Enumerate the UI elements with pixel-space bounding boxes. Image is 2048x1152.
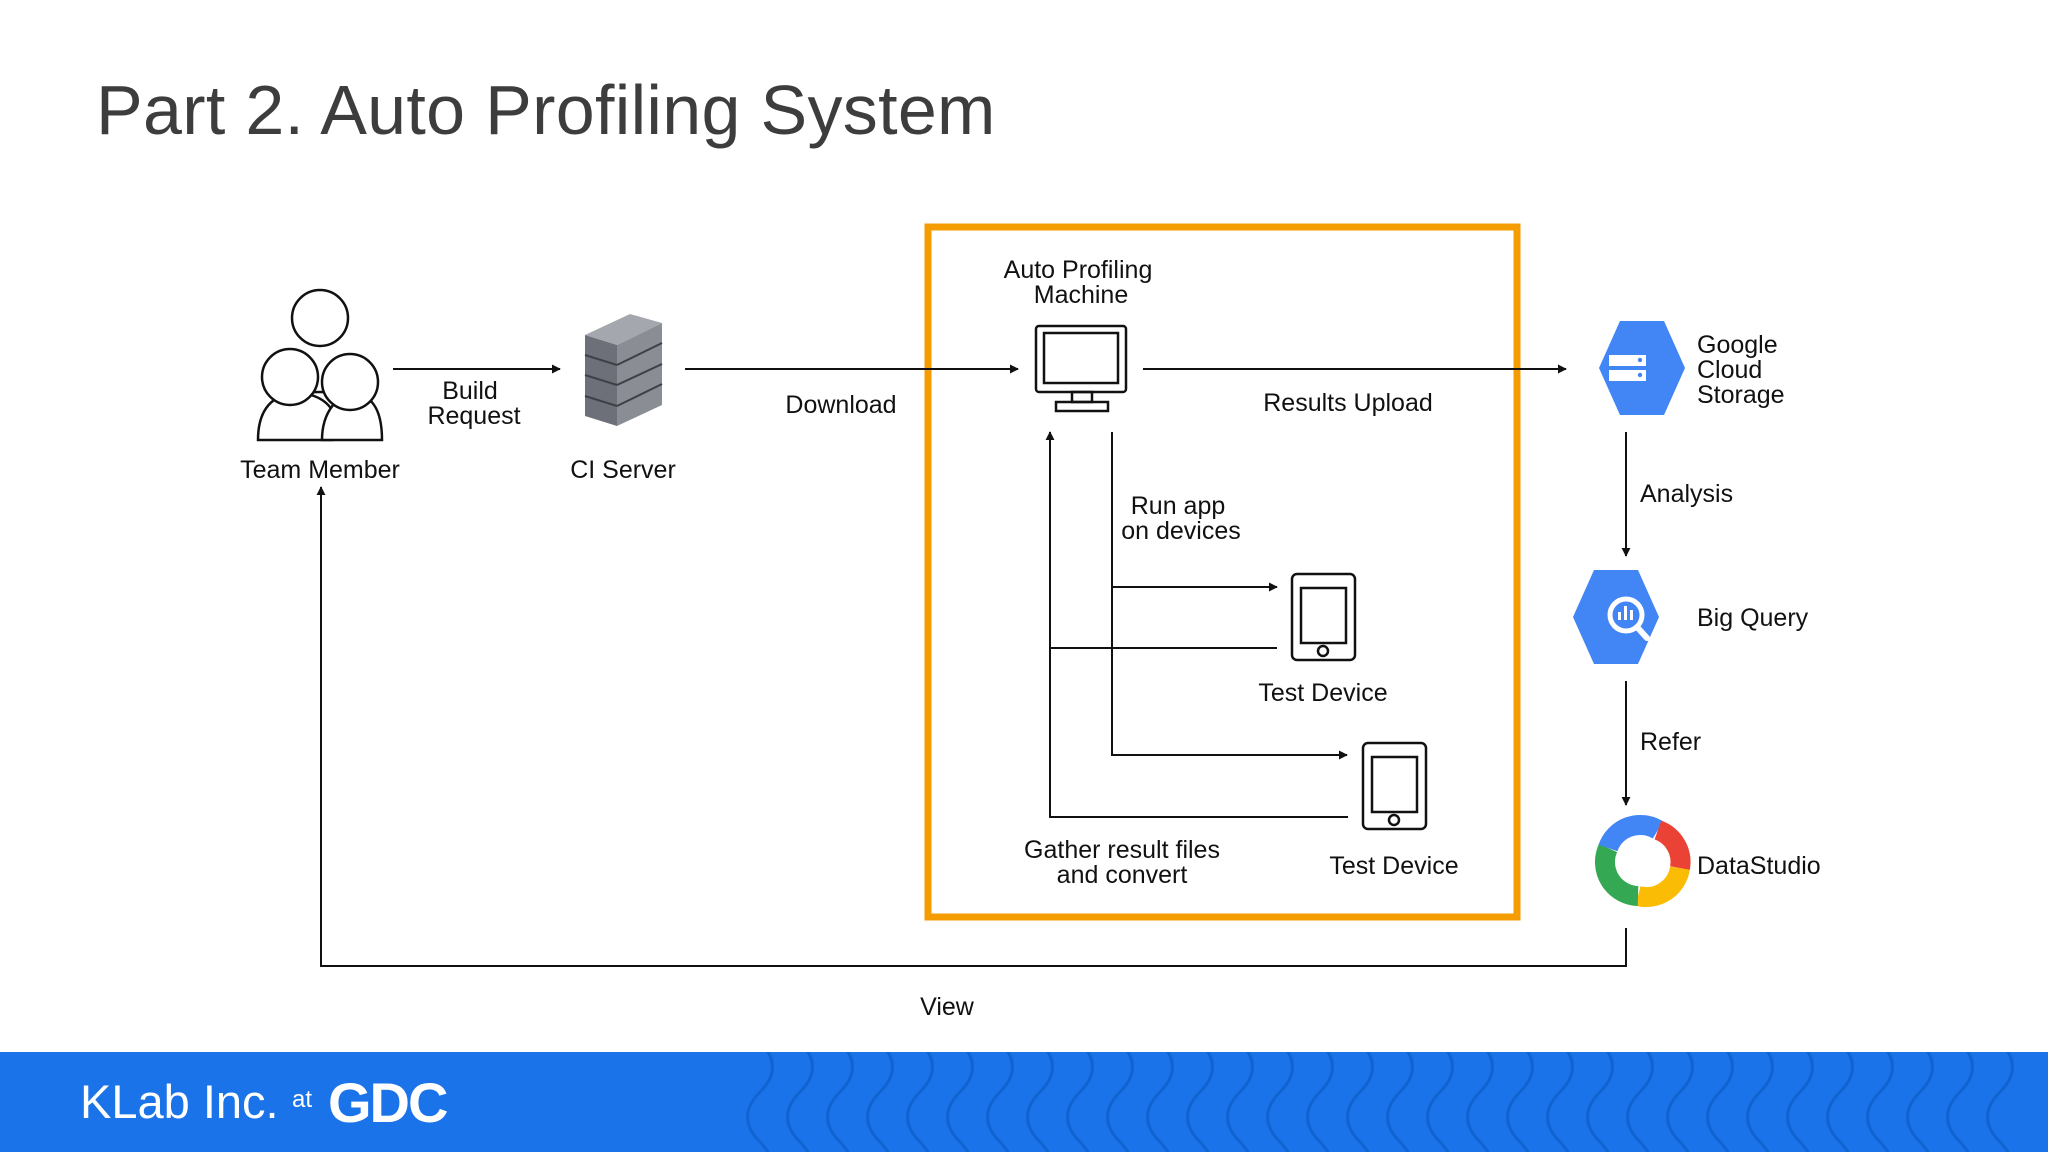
bigquery-label: Big Query: [1697, 604, 1809, 632]
team-member-icon: [256, 288, 384, 442]
run-app-connector: [1111, 432, 1348, 760]
cloud-storage-icon: [1599, 321, 1685, 415]
company-name: KLab Inc.: [80, 1075, 279, 1128]
footer-bar: KLab Inc. at GDC: [0, 1052, 2048, 1152]
auto-profiling-highlight-box: [924, 223, 1521, 921]
build-request-label-line2: Request: [427, 402, 521, 430]
view-label: View: [920, 993, 974, 1021]
gather-label-line1: Gather result files: [1024, 836, 1220, 864]
ci-server-label: CI Server: [570, 456, 676, 484]
diagram-canvas: [256, 223, 1691, 967]
test-device-2-label: Test Device: [1329, 852, 1459, 880]
slide-title: Part 2. Auto Profiling System: [96, 71, 996, 149]
gcs-label-line2: Cloud: [1697, 356, 1763, 384]
event-logo: GDC: [328, 1071, 448, 1134]
analysis-label: Analysis: [1640, 480, 1734, 508]
gcs-label-line3: Storage: [1697, 381, 1785, 409]
gather-label-line2: and convert: [1056, 861, 1188, 889]
monitor-icon: [1034, 324, 1128, 413]
test-device-1-icon: [1290, 572, 1357, 662]
team-member-label: Team Member: [240, 456, 400, 484]
view-connector: [316, 486, 1627, 967]
gcs-label-line1: Google: [1697, 331, 1778, 359]
machine-label-line2: Machine: [1033, 281, 1129, 309]
machine-label-line1: Auto Profiling: [1003, 256, 1153, 284]
test-device-1-label: Test Device: [1258, 679, 1388, 707]
download-label: Download: [785, 391, 897, 419]
refer-label: Refer: [1640, 728, 1702, 756]
results-upload-label: Results Upload: [1263, 389, 1433, 417]
datastudio-label: DataStudio: [1697, 852, 1821, 880]
test-device-2-icon: [1361, 741, 1428, 831]
ci-server-icon: [584, 314, 663, 426]
footer-at: at: [292, 1086, 313, 1113]
build-request-label-line1: Build: [442, 377, 498, 405]
gather-results-connector: [1045, 431, 1348, 818]
run-app-label-line1: Run app: [1130, 492, 1226, 520]
datastudio-icon: [1595, 814, 1691, 908]
wave-pattern: [746, 1052, 2014, 1152]
run-app-label-line2: on devices: [1121, 517, 1241, 545]
bigquery-icon: [1573, 570, 1659, 664]
